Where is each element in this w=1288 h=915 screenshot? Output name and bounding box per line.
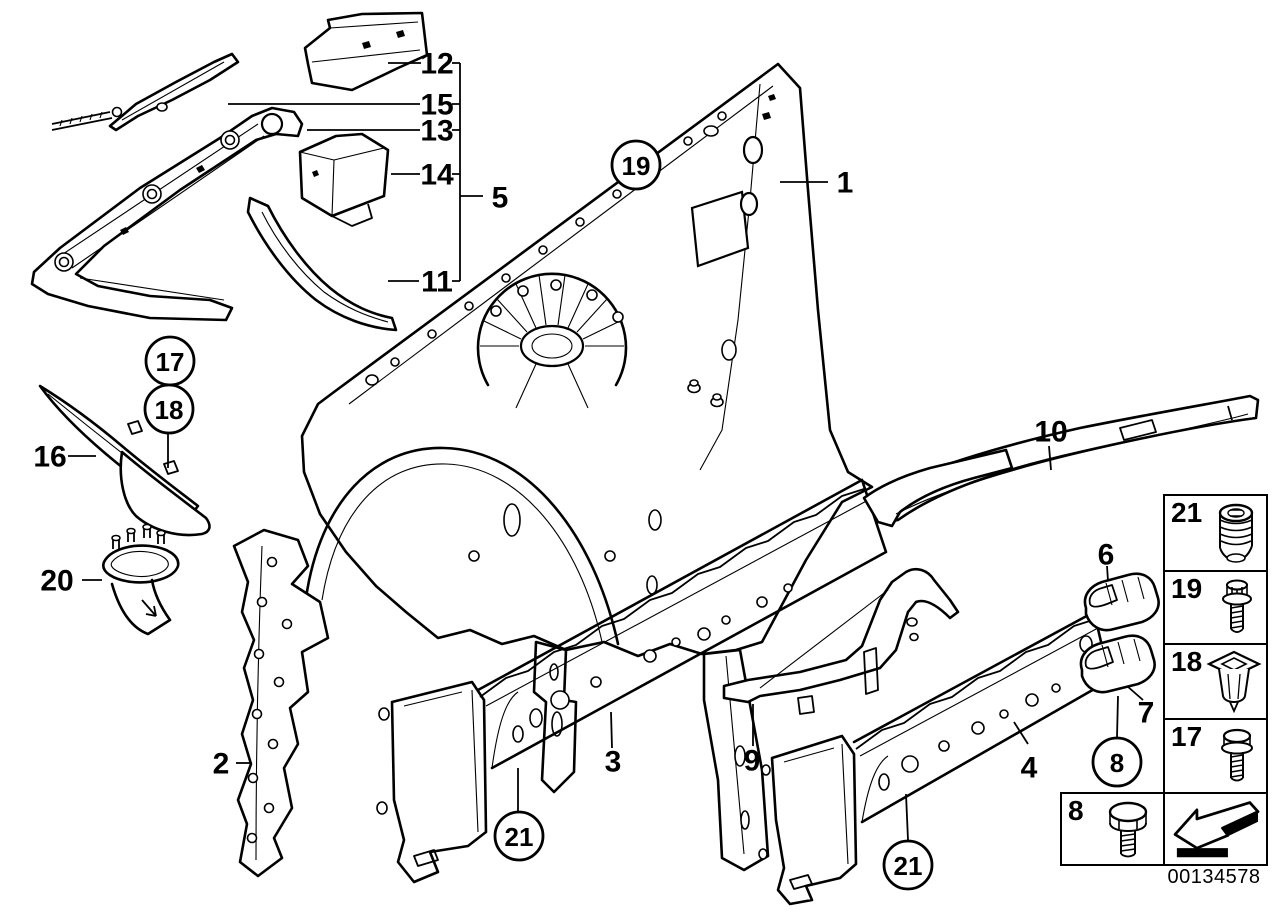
legend-label-8: 8 — [1068, 795, 1084, 826]
legend-item-19[interactable]: 19 — [1163, 569, 1268, 646]
callout-number: 9 — [744, 745, 761, 778]
hex-bolt-icon — [1221, 728, 1253, 782]
callout-circle — [610, 139, 662, 191]
callout-number: 14 — [420, 159, 454, 192]
callout-number: 7 — [1138, 697, 1155, 730]
callout-number: 6 — [1098, 539, 1115, 572]
callout-number: 16 — [33, 441, 66, 474]
direction-arrow-icon — [1173, 801, 1260, 858]
rubber-buffer-icon — [1218, 503, 1254, 563]
stud-bolts — [687, 379, 724, 408]
callout-2[interactable]: 2 — [213, 748, 230, 781]
part-connector-20 — [102, 523, 180, 636]
callout-number: 17 — [156, 347, 185, 377]
callout-number: 11 — [421, 266, 453, 299]
callout-8-circled[interactable]: 8 — [1091, 736, 1143, 788]
callout-number: 4 — [1021, 752, 1038, 785]
callout-number: 1 — [837, 167, 854, 200]
callout-15[interactable]: 15 — [420, 89, 453, 122]
callout-leader-lines — [68, 62, 1144, 841]
callout-number: 13 — [420, 115, 453, 148]
part-support-bracket-9 — [722, 567, 960, 715]
part-closing-panel-11 — [246, 196, 398, 332]
pins — [111, 523, 166, 549]
legend-item-8[interactable]: 8 — [1060, 792, 1166, 866]
callout-circle — [143, 383, 195, 435]
part-reinforcement-plate-12 — [303, 11, 429, 92]
part-arch-cover-16 — [38, 384, 211, 537]
ribbed-screw-icon — [1222, 579, 1252, 633]
callout-17-circled[interactable]: 17 — [144, 335, 196, 387]
callout-12[interactable]: 12 — [420, 48, 453, 81]
legend-item-17[interactable]: 17 — [1163, 718, 1268, 794]
callout-4[interactable]: 4 — [1021, 752, 1038, 785]
legend-label-18: 18 — [1171, 646, 1203, 677]
callout-number: 20 — [40, 565, 73, 598]
legend-label-19: 19 — [1171, 572, 1203, 604]
callout-number: 8 — [1110, 748, 1124, 778]
callout-13[interactable]: 13 — [420, 115, 453, 148]
part-side-member-4 — [758, 610, 1112, 906]
expanding-rivet-icon — [1206, 650, 1262, 714]
callout-number: 19 — [622, 151, 651, 181]
part-sill-rail-10 — [862, 394, 1260, 528]
callout-19-circled[interactable]: 19 — [610, 139, 662, 191]
legend-item-21[interactable]: 21 — [1163, 494, 1268, 572]
callout-number: 5 — [492, 182, 509, 215]
callout-number: 15 — [420, 89, 453, 122]
part-pillar-reinforcement-2 — [232, 528, 330, 878]
callout-11[interactable]: 11 — [421, 266, 453, 299]
callout-20[interactable]: 20 — [40, 565, 73, 598]
legend-label-17: 17 — [1171, 721, 1203, 752]
callout-18-circled[interactable]: 18 — [143, 383, 195, 435]
callout-7[interactable]: 7 — [1138, 697, 1155, 730]
hex-bolt-icon — [1108, 801, 1148, 858]
callout-circle — [882, 839, 934, 891]
callout-21-circled[interactable]: 21 — [493, 810, 545, 862]
callout-1[interactable]: 1 — [837, 167, 854, 200]
part-front-body-side-panel — [300, 62, 874, 872]
callout-16[interactable]: 16 — [33, 441, 66, 474]
callout-10[interactable]: 10 — [1034, 416, 1067, 449]
legend-label-21: 21 — [1171, 497, 1203, 528]
callout-number: 18 — [155, 395, 184, 425]
part-gusset-15 — [51, 52, 240, 132]
callout-6[interactable]: 6 — [1098, 539, 1115, 572]
callout-5[interactable]: 5 — [492, 182, 509, 215]
legend-item-18[interactable]: 18 — [1163, 643, 1268, 720]
callout-21-circled[interactable]: 21 — [882, 839, 934, 891]
legend-arrow-box[interactable] — [1163, 792, 1268, 866]
callout-number: 2 — [213, 748, 230, 781]
callout-number: 3 — [605, 746, 622, 779]
doc-number: 00134578 — [1167, 866, 1261, 888]
part-clip-6 — [1083, 572, 1160, 632]
part-support-rail-13 — [30, 106, 304, 322]
callout-9[interactable]: 9 — [744, 745, 761, 778]
callout-number: 10 — [1034, 416, 1067, 449]
part-side-member-3 — [376, 478, 888, 884]
callout-number: 12 — [420, 48, 453, 81]
callout-circle — [493, 810, 545, 862]
callout-number: 21 — [505, 822, 534, 852]
callout-14[interactable]: 14 — [420, 159, 454, 192]
callout-circle — [1091, 736, 1143, 788]
callout-number: 21 — [894, 851, 923, 881]
part-bracket-14 — [298, 132, 390, 227]
callout-3[interactable]: 3 — [605, 746, 622, 779]
